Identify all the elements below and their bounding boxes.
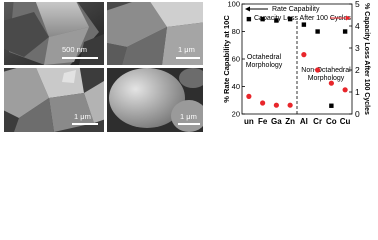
x-tick-label: Zn [285,117,295,126]
annotation-non-octahedral-line1: Non-Octahedral [301,67,351,74]
x-tick-label: Cu [340,117,351,126]
sem-image-3 [4,68,104,132]
x-tick-label: Cr [313,117,322,126]
capacity-loss-point [260,100,266,106]
scale-label-1: 500 nm [62,45,88,54]
rate-capability-point [274,18,279,23]
scale-label-2: 1 μm [178,45,195,54]
scale-bar-3 [72,123,98,125]
x-tick-label: un [244,117,254,126]
scale-bar-2 [176,57,200,59]
capacity-loss-point [315,67,321,73]
scale-bar-1 [62,57,98,59]
rate-capability-point [342,29,348,34]
legend-label-capacity: Capacity Loss After 100 Cycles [254,15,351,22]
capacity-loss-point [342,87,348,93]
y-right-tick-label: 5 [355,0,360,9]
capacity-loss-point [246,93,252,99]
legend-label-rate: Rate Capability [272,6,320,13]
y-left-tick-label: 80 [232,27,240,36]
capacity-loss-point [273,102,279,108]
capacity-loss-point [301,52,307,58]
annotation-octahedral-line1: Octahedral [247,54,282,61]
x-tick-label: Al [300,117,308,126]
rate-capability-point [246,16,252,22]
scale-label-3: 1 μm [74,112,91,121]
y-axis-label-right: % Capacity Loss After 100 Cycles [363,3,370,115]
rate-capability-point [301,22,307,27]
rate-capability-point [260,16,265,22]
y-right-tick-label: 2 [355,65,360,75]
legend-arrowhead-left [245,6,250,12]
sem-image-2 [107,2,203,65]
annotation-non-octahedral-line2: Morphology [308,75,345,82]
x-tick-label: Ga [271,117,282,126]
y-left-tick-label: 60 [232,55,240,64]
annotation-octahedral-line2: Morphology [246,62,283,69]
legend-arrowhead-right [346,15,351,21]
y-left-tick-label: 20 [232,110,240,119]
x-tick-label: Fe [258,117,268,126]
x-tick-label: Co [326,117,337,126]
rate-capability-point [287,16,293,22]
rate-capability-point [329,103,334,108]
y-axis-label-left: % Rate Capability at 10C [222,15,231,103]
y-right-tick-label: 4 [355,21,360,31]
y-left-tick-label: 100 [227,0,240,9]
y-right-tick-label: 3 [355,43,360,53]
capacity-loss-point [328,80,334,86]
scale-label-4: 1 μm [180,112,197,121]
y-right-tick-label: 0 [355,109,360,119]
capacity-loss-point [287,102,293,108]
sem-image-4 [107,68,203,132]
y-right-tick-label: 1 [355,87,360,97]
rate-capability-point [315,29,320,34]
scale-bar-4 [178,123,200,125]
y-left-tick-label: 40 [232,82,240,91]
